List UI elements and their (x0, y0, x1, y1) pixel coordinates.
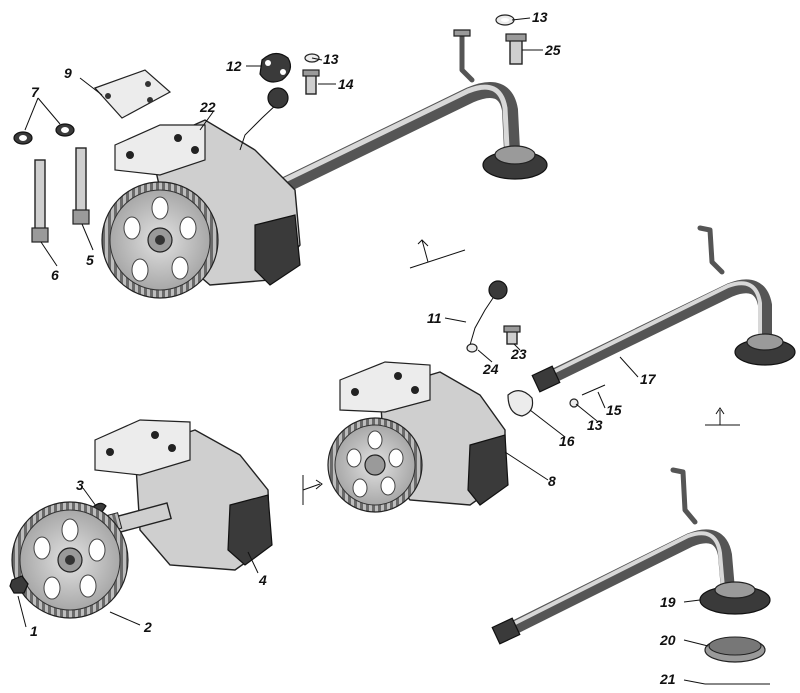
top-pump-assembly (101, 29, 548, 299)
label-13a: 13 (323, 51, 339, 67)
label-2: 2 (143, 619, 152, 635)
label-14: 14 (338, 76, 354, 92)
label-4: 4 (258, 572, 267, 588)
tube-11-flange (488, 280, 508, 300)
label-3: 3 (76, 477, 84, 493)
label-17: 17 (640, 371, 657, 387)
pressure-valve (254, 214, 301, 286)
label-23: 23 (510, 346, 527, 362)
bolt-5 (75, 147, 87, 219)
bottom-pump-assembly (94, 419, 273, 571)
washer-13c (569, 398, 579, 408)
direction-mark-2 (705, 407, 740, 426)
callout-labels: 1 2 3 4 5 6 7 8 9 11 12 13 13 13 14 15 1… (30, 9, 676, 687)
pipe-bracket (453, 29, 471, 37)
label-5: 5 (86, 252, 94, 268)
label-19: 19 (660, 594, 676, 610)
tube-flange-top (267, 87, 289, 109)
label-20: 20 (659, 632, 676, 648)
label-25: 25 (544, 42, 561, 58)
label-13b: 13 (532, 9, 548, 25)
bolt-25 (509, 37, 523, 65)
label-24: 24 (482, 361, 499, 377)
suction-pipe-19 (491, 467, 771, 645)
label-6: 6 (51, 267, 59, 283)
gasket-9 (93, 69, 172, 119)
label-22: 22 (199, 99, 216, 115)
pump-cover-plate (114, 124, 206, 176)
label-12: 12 (226, 58, 242, 74)
label-13c: 13 (587, 417, 603, 433)
bolt-6 (34, 159, 46, 236)
direction-mark-3 (302, 475, 323, 505)
label-21: 21 (659, 671, 676, 687)
label-7: 7 (31, 84, 40, 100)
gasket-16 (507, 390, 534, 417)
label-8: 8 (548, 473, 556, 489)
flange-12 (259, 52, 292, 83)
label-1: 1 (30, 623, 38, 639)
label-15: 15 (606, 402, 622, 418)
middle-pump-assembly (327, 361, 509, 513)
label-16: 16 (559, 433, 575, 449)
label-9: 9 (64, 65, 72, 81)
nut-1 (9, 575, 29, 594)
label-11: 11 (427, 310, 442, 326)
leader-lines (17, 17, 709, 685)
direction-mark-1 (409, 239, 466, 269)
suction-pipe-17 (531, 225, 796, 393)
